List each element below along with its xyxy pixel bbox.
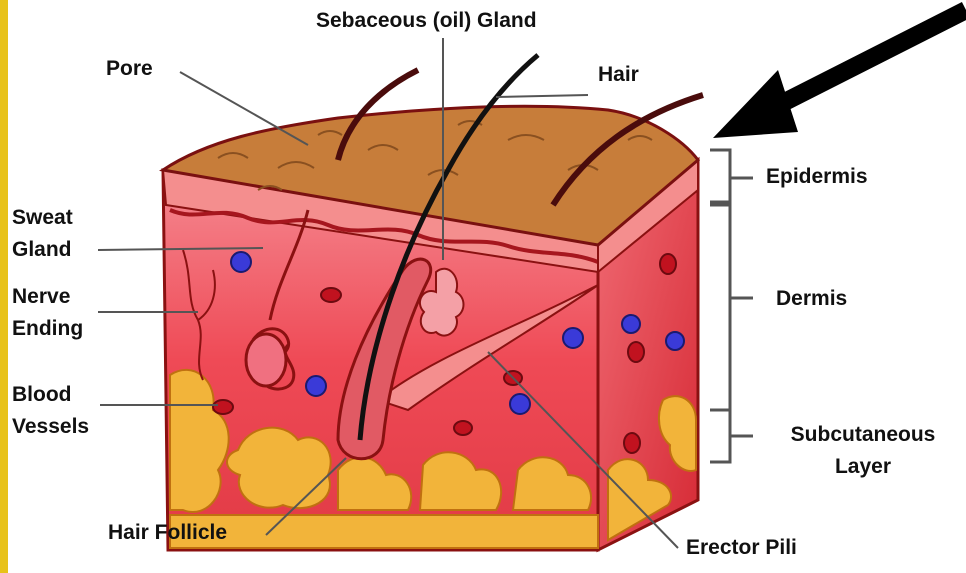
label-erector-pili: Erector Pili [686,533,797,563]
label-sweat-gland-line2: Gland [12,235,72,265]
skin-diagram: Sebaceous (oil) Gland Pore Hair Epidermi… [8,0,966,573]
label-nerve-ending-line2: Ending [12,314,83,344]
label-pore: Pore [106,54,153,84]
label-subcutaneous-line2: Layer [768,452,958,482]
label-sweat-gland-line1: Sweat [12,203,73,233]
label-sebaceous-gland: Sebaceous (oil) Gland [316,6,537,36]
label-subcutaneous-line1: Subcutaneous [768,420,958,450]
label-dermis: Dermis [776,284,847,314]
label-hair: Hair [598,60,639,90]
label-epidermis: Epidermis [766,162,868,192]
label-nerve-ending-line1: Nerve [12,282,70,312]
label-blood-vessels-line1: Blood [12,380,71,410]
label-blood-vessels-line2: Vessels [12,412,89,442]
layer-brackets [710,150,753,462]
label-hair-follicle: Hair Follicle [108,518,227,548]
